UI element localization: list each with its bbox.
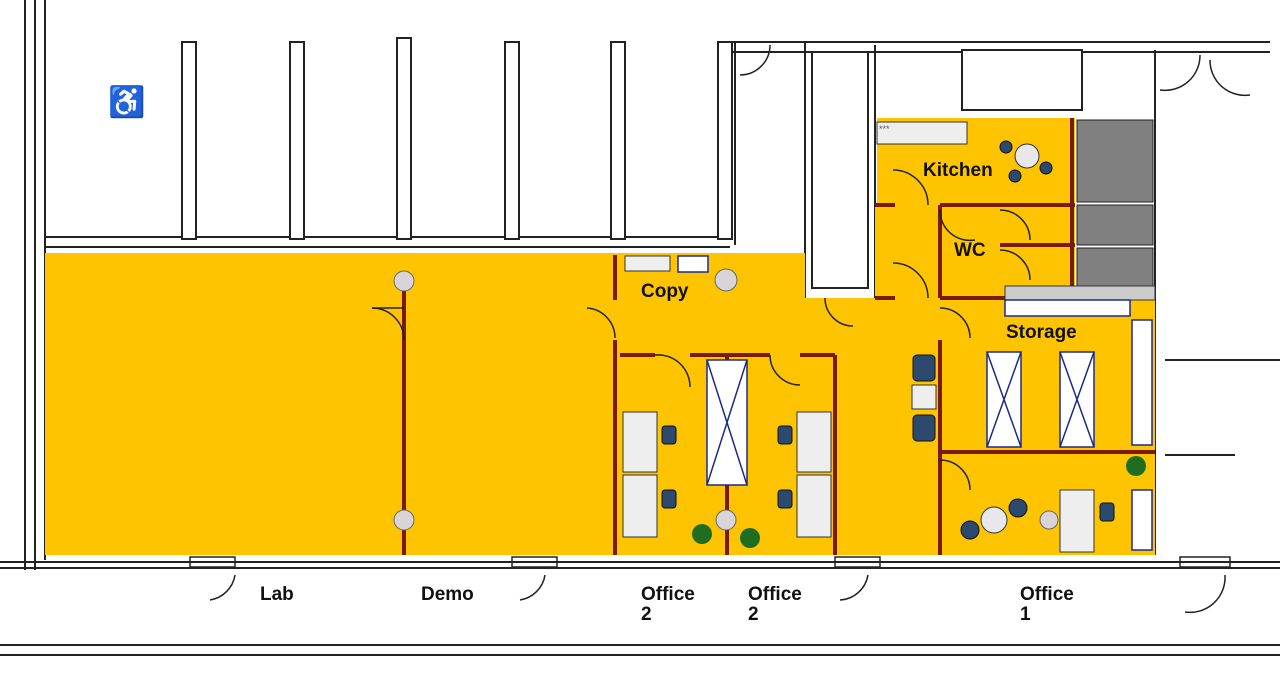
- room-label-copy: Copy: [641, 281, 689, 302]
- room-label-kitchen: Kitchen: [923, 160, 993, 181]
- toilets: [1076, 119, 1154, 289]
- accessible-parking-icon: ♿: [108, 84, 145, 119]
- doors: [189, 44, 1251, 614]
- room-label-storage: Storage: [1006, 322, 1077, 343]
- shelves: [677, 255, 1153, 551]
- pillars: [393, 268, 1059, 531]
- room-fills: [45, 118, 1155, 555]
- label-line1: Office: [748, 584, 802, 605]
- label-line2: 2: [641, 604, 652, 625]
- tables: [980, 143, 1040, 534]
- desks: [622, 121, 1156, 553]
- label-line1: Lab: [260, 584, 294, 605]
- label-demo: Demo: [421, 585, 474, 605]
- label-line1: Office: [641, 584, 695, 605]
- plants: [692, 456, 1146, 548]
- parking-columns: [181, 37, 1083, 289]
- label-line2: 2: [748, 604, 759, 625]
- label-line1: Office: [1020, 584, 1074, 605]
- room-label-wc: WC: [954, 240, 986, 261]
- kitchen-counter-mark: ***: [879, 124, 890, 134]
- label-line2: 1: [1020, 604, 1031, 625]
- label-line1: Demo: [421, 584, 474, 605]
- label-lab: Lab: [260, 585, 294, 605]
- chairs: [661, 140, 1115, 540]
